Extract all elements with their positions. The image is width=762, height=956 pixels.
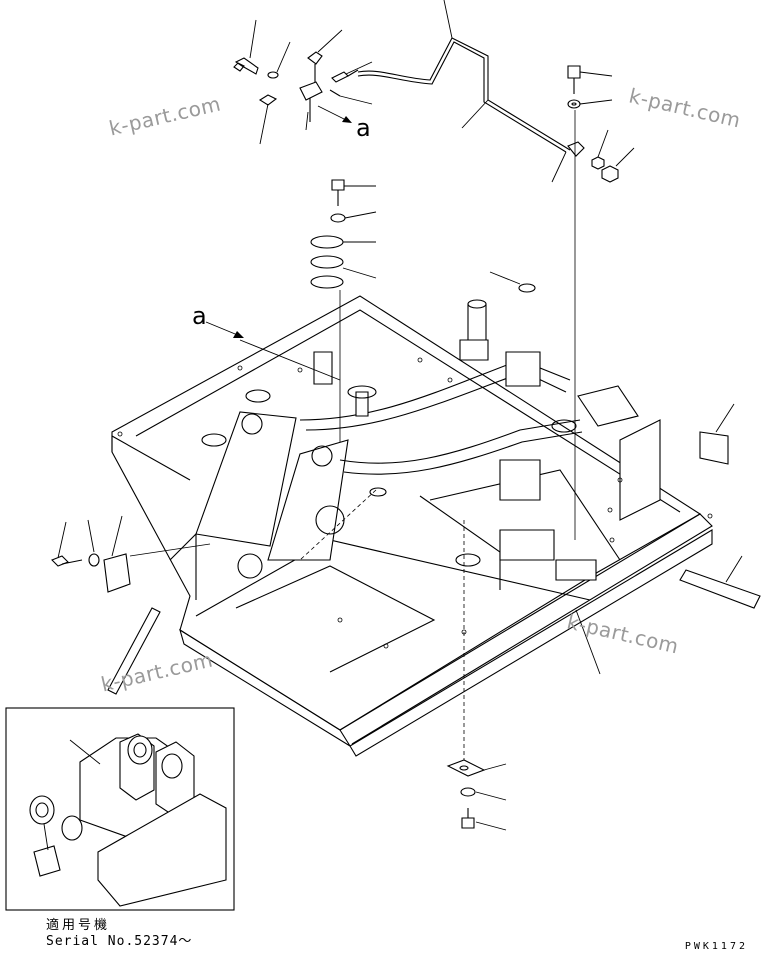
serial-number-label: Serial No.52374〜 — [46, 934, 193, 949]
inset-detail — [5, 707, 235, 911]
side-plate-set — [51, 515, 211, 593]
hydraulic-pipe — [357, 0, 585, 183]
callout-a-top: a — [356, 114, 371, 142]
bolt-washer-set-right — [567, 65, 635, 540]
callout-a-left: a — [192, 302, 207, 330]
drawing-code: PWK1172 — [684, 941, 748, 952]
shim-strips — [107, 403, 761, 695]
nut-plate-set — [446, 759, 507, 831]
valve-block-assembly — [233, 19, 373, 145]
revolving-frame-body — [111, 295, 713, 770]
cover-plate-stack — [310, 179, 536, 470]
applicability-label: 適用号機 — [46, 918, 111, 933]
